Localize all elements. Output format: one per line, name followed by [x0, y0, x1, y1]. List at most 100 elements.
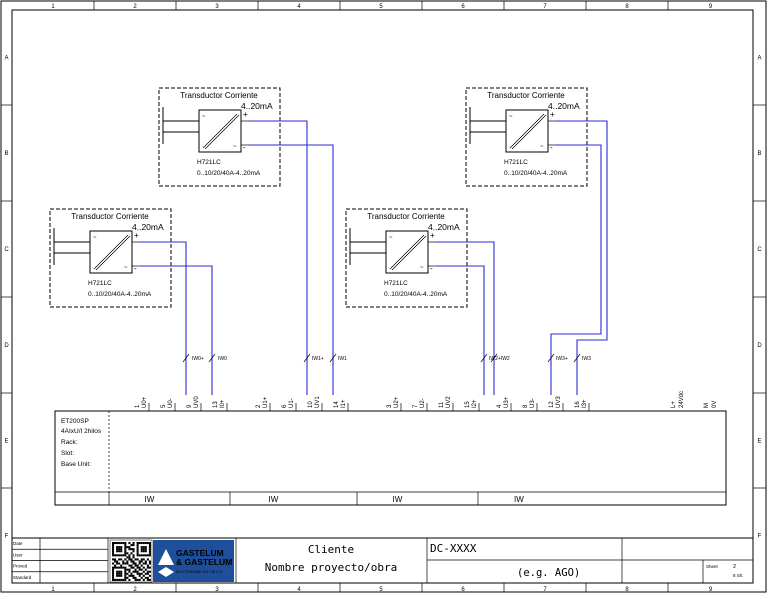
terminal-number: 14	[334, 401, 340, 408]
tb-row-label: Standard	[13, 575, 32, 580]
module-name: ET200SP	[61, 418, 89, 425]
transducer: Transductor Corriente4..20mA~~+-H721LC0.…	[345, 208, 468, 308]
terminal-signal: UV2	[446, 396, 452, 408]
terminal-number: 11	[439, 401, 445, 408]
plus-terminal: +	[550, 110, 555, 119]
terminal-number: 5	[161, 404, 167, 408]
minus-terminal: -	[134, 264, 137, 273]
transducer-dashed-frame	[345, 208, 468, 308]
terminal-signal: U0-	[168, 398, 174, 408]
transducer-title: Transductor Corriente	[71, 212, 149, 221]
terminal-signal: U0+	[142, 396, 148, 408]
transducer-dashed-frame	[465, 87, 588, 187]
transducer: Transductor Corriente4..20mA~~+-H721LC0.…	[465, 87, 588, 187]
wire-break-mark	[547, 353, 555, 363]
signal-wire	[249, 144, 334, 395]
transducer-model: H721LC	[384, 280, 408, 287]
column-number-top: 9	[709, 4, 713, 10]
terminal-signal: U1+	[263, 396, 269, 408]
column-number-bottom: 8	[625, 587, 629, 593]
column-number-top: 6	[461, 4, 465, 10]
converter-diagonal	[391, 235, 427, 271]
wire-label: IW3+	[556, 356, 568, 362]
transducer-model: H721LC	[88, 280, 112, 287]
tilde-symbol: ~	[93, 235, 97, 241]
terminal-number: 16	[575, 401, 581, 408]
converter-box	[198, 109, 242, 153]
tb-row-label: Date	[13, 541, 23, 546]
terminal-signal: I1+	[341, 399, 347, 408]
tilde-symbol: ~	[420, 265, 424, 271]
terminal-number: 12	[549, 401, 555, 408]
inner-border	[11, 9, 754, 584]
terminal-number: 15	[465, 401, 471, 408]
converter-diagonal	[389, 234, 425, 270]
signal-wire	[249, 120, 308, 395]
transducer-title: Transductor Corriente	[367, 212, 445, 221]
column-number-bottom: 6	[461, 587, 465, 593]
transducer-group: Transductor Corriente 4..20mA ~ ~ + - H721LC 0.…	[49, 87, 588, 308]
row-letter-left: C	[4, 247, 9, 253]
terminal-signal: I2+	[472, 399, 478, 408]
supply-label: 0V	[712, 401, 718, 408]
logo-mark-icon	[158, 549, 174, 565]
transducer: Transductor Corriente4..20mA~~+-H721LC0.…	[49, 208, 172, 308]
converter-diagonal	[93, 234, 129, 270]
terminal-number: 13	[213, 401, 219, 408]
module-box	[54, 410, 727, 506]
terminal-signal: U2-	[420, 398, 426, 408]
row-letter-left: A	[4, 56, 8, 62]
column-number-top: 5	[379, 4, 383, 10]
converter-diagonal	[202, 113, 238, 149]
wire-label: IW1	[338, 356, 347, 362]
module-info-line: Base Unit:	[61, 461, 91, 468]
converter-diagonal	[204, 114, 240, 150]
tb-row-label: User	[13, 552, 23, 557]
wire-break-mark	[208, 353, 216, 363]
minus-terminal: -	[430, 264, 433, 273]
transducer-output-label: 4..20mA	[241, 101, 273, 111]
sheets-total: 8 Sh.	[733, 573, 744, 578]
logo-subtitle: ELECTRICIDAD S.A. DE C.V.	[176, 570, 223, 574]
signal-wire	[550, 144, 602, 395]
terminal-signal: U2+	[394, 396, 400, 408]
column-number-top: 1	[51, 4, 55, 10]
channel-label: IW	[145, 495, 155, 504]
module-info-line: Slot:	[61, 450, 74, 457]
column-number-bottom: 7	[543, 587, 547, 593]
row-letter-right: D	[757, 343, 762, 349]
wire-break-mark	[329, 353, 337, 363]
column-number-top: 3	[215, 4, 219, 10]
terminal-number: 9	[187, 404, 193, 408]
wire-break-mark	[182, 353, 190, 363]
row-letter-left: F	[5, 534, 9, 540]
converter-box	[89, 230, 133, 274]
terminal-signal: UV1	[315, 396, 321, 408]
supply-label: L+	[671, 401, 677, 408]
plus-terminal: +	[134, 231, 139, 240]
row-letter-right: F	[758, 534, 762, 540]
wire-break-mark	[480, 353, 488, 363]
column-number-bottom: 9	[709, 587, 713, 593]
minus-terminal: -	[550, 143, 553, 152]
wire-label: IW2+IW2	[489, 356, 510, 362]
converter-diagonal	[509, 113, 545, 149]
row-letter-left: B	[4, 151, 8, 157]
plus-terminal: +	[430, 231, 435, 240]
converter-box	[505, 109, 549, 153]
terminal-signal: UV0	[194, 396, 200, 408]
transducer-range: 0..10/20/40A-4..20mA	[504, 170, 568, 177]
column-number-bottom: 1	[51, 587, 55, 593]
row-letter-right: E	[757, 439, 761, 445]
tilde-symbol: ~	[540, 144, 544, 150]
tb-row-label: Proved	[13, 564, 28, 569]
signal-wire	[140, 265, 213, 395]
terminal-signal: U3-	[530, 398, 536, 408]
transducer-range: 0..10/20/40A-4..20mA	[88, 291, 152, 298]
terminal-number: 8	[523, 404, 529, 408]
minus-terminal: -	[243, 143, 246, 152]
